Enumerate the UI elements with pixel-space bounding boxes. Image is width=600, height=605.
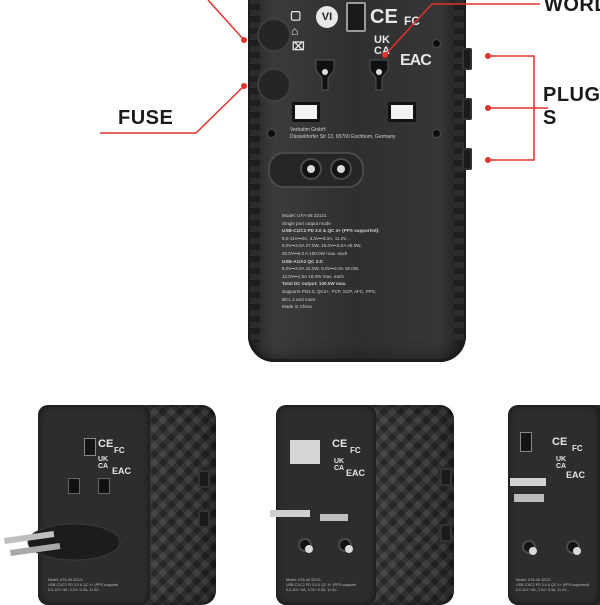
plug-slider-1 [462, 48, 472, 70]
eac-mark: EAC [400, 52, 432, 69]
ce-mark: CE [370, 6, 398, 28]
ukca-mark-bottom: CA [374, 45, 390, 57]
mini-face [276, 405, 376, 605]
socket-hole-left [300, 158, 322, 180]
pin-outlet-right [369, 59, 389, 91]
plug-slider [198, 510, 210, 528]
socket-hole [522, 540, 537, 555]
main-adapter-grip-left [250, 0, 260, 342]
spec-line: USB-C1/C2 PD 3.0 & QC 4+ (PPS supported)… [282, 228, 380, 234]
efficiency-level-badge: VI [316, 6, 338, 28]
spec-line: Total DC output: 100.0W max. [282, 281, 347, 287]
screw [433, 130, 440, 137]
spec-line: Single port output mode [282, 220, 331, 226]
ukca-mark-bottom: CA [556, 463, 567, 470]
pin-outlet [68, 478, 80, 494]
spec-line: 5.0-11V⎓3A, 3.3V⎓3.3A, 11.0V... [286, 588, 340, 592]
slot-left [292, 102, 320, 122]
spec-line: Model: UTA-06 32121 [282, 213, 327, 218]
plug-slider-3 [462, 148, 472, 170]
spec-line: 20.0V⎓5.0 A 100.0W max. each [282, 250, 348, 256]
spec-text: Model: UTA-06 32121 Single port output m… [282, 212, 432, 311]
slot-right [388, 102, 416, 122]
ce-mark: CE [98, 438, 114, 450]
plug-slider-2 [462, 98, 472, 120]
us-pin-top [510, 478, 546, 486]
fc-mark: FC [114, 446, 125, 455]
bin-crossed-icon: ⌧ [292, 41, 305, 53]
ce-mark: CE [552, 436, 568, 448]
plug-slider [440, 468, 452, 486]
eac-mark: EAC [566, 470, 586, 480]
main-adapter-grip-right [454, 0, 464, 342]
spec-line: 5.0-11V⎓3A, 3.3V⎓3.3A, 11.0V... [516, 588, 570, 592]
mini-face [38, 405, 150, 605]
spec-line: Model: UTA-06 32121 [48, 578, 83, 582]
spec-line: USB-C1/C2 PD 3.0 & QC 4+ (PPS supported)… [516, 583, 591, 587]
house-icon: ⌂ [291, 24, 299, 38]
uk-pin-right [320, 514, 348, 521]
spec-line: USB-C1/C2 PD 3.0 & QC 4+ (PPS supported)… [48, 583, 118, 587]
manufacturer-address: Verbatim GmbH Düsseldorfer Str 13, 65760… [290, 127, 396, 141]
spec-line: Model: UTA-06 32121 [516, 578, 551, 582]
ce-mark: CE [332, 438, 348, 450]
callout-lines [100, 0, 548, 163]
usb-port [520, 432, 532, 452]
spec-line: 12.0V⎓1.5A 18.0W max. each [282, 273, 344, 279]
ukca-mark-top: UK [374, 34, 390, 46]
usb-port [84, 438, 96, 456]
spec-line: 5.0-11V⎓3A, 3.3V⎓3.3A, 11.0V... [48, 588, 102, 592]
screw [433, 40, 440, 47]
square-icon: ▢ [290, 8, 302, 22]
mini-spec-text: Model: UTA-06 32121 USB-C1/C2 PD 3.0 & Q… [516, 578, 594, 593]
callout-fuse: FUSE [118, 107, 174, 129]
mini-adapter-uk [276, 405, 454, 605]
spec-line: Model: UTA-06 32121 [286, 578, 321, 582]
plug-slider [198, 470, 210, 488]
spec-line: USB-C1/C2 PD 3.0 & QC 4+ (PPS supported)… [286, 583, 356, 587]
fc-mark: FC [350, 446, 361, 455]
spec-line: Made in China [282, 304, 312, 310]
pin-outlet-left [315, 59, 335, 91]
fc-mark: FC [404, 14, 420, 28]
spec-line: Supports PD3.0, QC4+, FCP, SCP, AFC, PPS… [282, 288, 377, 294]
eac-mark: EAC [112, 466, 132, 476]
uk-pin-top [290, 440, 320, 464]
uk-pin-left [270, 510, 310, 517]
callout-world: WORL [544, 0, 600, 16]
spec-line: 5.0V⎓3.0A 15.0W, 9.0V⎓2.0A 18.0W, [282, 266, 360, 272]
address-line: Verbatim GmbH [290, 127, 326, 133]
ukca-mark-top: UK [98, 456, 109, 463]
socket-hole [566, 540, 581, 555]
ukca-mark-bottom: CA [334, 465, 345, 472]
pin-outlet [98, 478, 110, 494]
spec-line: BC1.2 and more [282, 296, 316, 302]
socket-hole [298, 538, 313, 553]
fc-mark: FC [572, 444, 583, 453]
ukca-mark-top: UK [556, 456, 567, 463]
euro-plug-pins [4, 523, 121, 561]
socket-hole-right [330, 158, 352, 180]
us-pin-bottom [514, 494, 544, 502]
spec-line: 9.0V⎓3.0A 27.0W, 15.0V⎓3.0A 45.0W, [282, 243, 362, 249]
spec-line: 5.0-11V⎓3A, 3.3V⎓3.3A, 11.0V... [282, 235, 350, 241]
ukca-mark-bottom: CA [98, 463, 109, 470]
fuse-cap-top [257, 18, 291, 52]
mini-adapter-us [508, 405, 600, 605]
eac-mark: EAC [346, 468, 366, 478]
ukca-mark-top: UK [334, 458, 345, 465]
mini-spec-text: Model: UTA-06 32121 USB-C1/C2 PD 3.0 & Q… [48, 578, 118, 593]
mini-adapter-eu [38, 405, 216, 605]
plug-slider [440, 524, 452, 542]
mini-spec-text: Model: UTA-06 32121 USB-C1/C2 PD 3.0 & Q… [286, 578, 356, 593]
callout-plug: PLUG S [543, 84, 600, 129]
fuse-cap [257, 68, 291, 102]
usb-port [346, 2, 366, 32]
socket-hole [338, 538, 353, 553]
screw [268, 130, 275, 137]
spec-line: USB-A1/A2 QC 3.0: [282, 258, 324, 264]
address-line: Düsseldorfer Str 13, 65760 Eschborn, Ger… [290, 134, 396, 140]
